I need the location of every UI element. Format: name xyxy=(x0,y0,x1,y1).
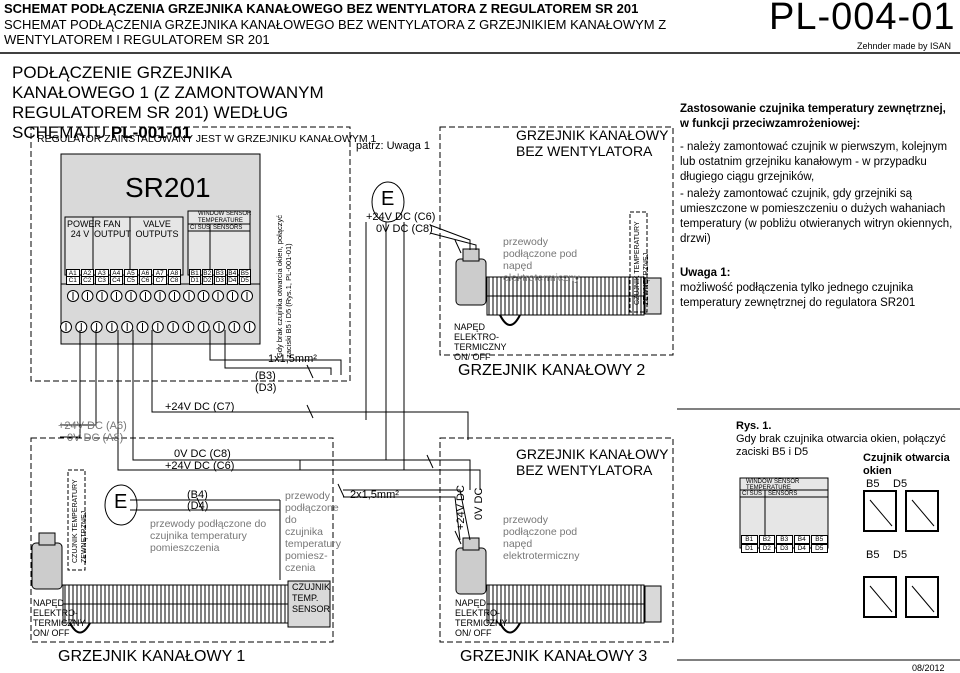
label-d3: (D3) xyxy=(255,382,277,394)
label-b4: (B4) xyxy=(187,489,208,501)
label-0v-c8-lower: 0V DC (C8) xyxy=(174,448,231,460)
terminal-c4: C4 xyxy=(109,276,123,285)
terminal-c3: C3 xyxy=(95,276,109,285)
drawing-date: 08/2012 xyxy=(912,663,945,673)
label-d4: (D4) xyxy=(187,500,209,512)
note-1-title: Uwaga 1: xyxy=(680,267,731,279)
outdoor-sensor-label-upper: CZUJNIK TEMPERATURY ZEWNĘTRZNEJ xyxy=(634,221,650,306)
application-title: Zastosowanie czujnika temperatury zewnęt… xyxy=(680,103,946,130)
application-bullet-1: - należy zamontować czujnik w pierwszym,… xyxy=(680,141,948,183)
rys-temperature: TEMPERATURE xyxy=(746,485,791,491)
terminal-c2: C2 xyxy=(80,276,94,285)
power-group-label: POWER 24 V xyxy=(67,219,102,239)
terminal-b3: B3 xyxy=(776,535,793,544)
d5-label-bottom: D5 xyxy=(893,549,908,561)
terminal-d2: D2 xyxy=(201,276,213,285)
note-1-text: możliwość podłączenia tylko jednego czuj… xyxy=(680,282,916,309)
valve-wires-note-upper: przewody podłączone pod napęd elektroter… xyxy=(503,236,580,284)
terminal-d3: D3 xyxy=(776,544,793,553)
terminal-d1: D1 xyxy=(741,544,758,553)
regulator-side-note: Gdy brak czujnika otwarcia okien, połącz… xyxy=(275,215,293,358)
terminal-c7: C7 xyxy=(153,276,167,285)
section-heading: PODŁĄCZENIE GRZEJNIKA KANAŁOWEGO 1 (Z ZA… xyxy=(12,63,324,142)
heater-3-type-label: GRZEJNIK KANAŁOWY BEZ WENTYLATORA xyxy=(516,446,669,478)
actuator-label-heater-2: NAPĘD ELEKTRO-TERMICZNY ON/ OFF xyxy=(454,322,507,362)
wire-1x15-label: 1x1,5mm² xyxy=(268,353,317,365)
terminal-b4: B4 xyxy=(793,535,810,544)
terminal-d5: D5 xyxy=(811,544,828,553)
heater-1-title: GRZEJNIK KANAŁOWY 1 xyxy=(58,648,246,665)
outdoor-sensor-label-lower: CZUJNIK TEMPERATURY ZEWNĘTRZNEJ xyxy=(72,479,88,564)
valve-wires-note-lower: przewody podłączone pod napęd elektroter… xyxy=(503,514,580,562)
rys-text: Gdy brak czujnika otwarcia okien, połącz… xyxy=(736,433,946,458)
actuator-label-heater-1: NAPĘD ELEKTRO-TERMICZNY ON/ OFF xyxy=(33,598,86,638)
drawing-code: PL-004-01 xyxy=(769,0,956,38)
rys-ci-sus: CI SUS xyxy=(742,491,763,497)
label-b3: (B3) xyxy=(255,370,276,382)
ci-sus-label: CI SUS xyxy=(190,225,211,231)
rys-title: Rys. 1. xyxy=(736,420,772,432)
terminal-c8: C8 xyxy=(167,276,181,285)
d5-label-top: D5 xyxy=(893,478,908,490)
terminal-b1: B1 xyxy=(741,535,758,544)
terminal-b5: B5 xyxy=(811,535,828,544)
terminal-d1: D1 xyxy=(189,276,201,285)
window-sensor-title: Czujnik otwarcia okien xyxy=(863,452,950,477)
b5-label-bottom: B5 xyxy=(866,549,880,561)
label-plus24-vertical: +24V DC xyxy=(455,485,467,530)
actuator-label-heater-3: NAPĘD ELEKTRO-TERMICZNY ON/ OFF xyxy=(455,598,508,638)
regulator-model: SR201 xyxy=(125,172,211,203)
label-0v-c8: 0V DC (C8) xyxy=(376,223,433,235)
sensors-label: SENSORS xyxy=(213,225,243,231)
drawing-subtitle-line-2: SCHEMAT PODŁĄCZENIA GRZEJNIKA KANAŁOWEGO… xyxy=(4,17,667,32)
terminal-c6: C6 xyxy=(138,276,152,285)
terminal-d3: D3 xyxy=(214,276,226,285)
label-plus24-c6-lower: +24V DC (C6) xyxy=(165,460,235,472)
terminal-d5: D5 xyxy=(239,276,251,285)
drawing-title: SCHEMAT PODŁĄCZENIA GRZEJNIKA KANAŁOWEGO… xyxy=(4,1,639,16)
heater-2-type-label: GRZEJNIK KANAŁOWY BEZ WENTYLATORA xyxy=(516,127,669,159)
sensor-wires-note-2: przewody podłączone do czujnika temperat… xyxy=(285,490,342,574)
fan-output-label: FAN OUTPUT xyxy=(94,219,131,239)
regulator-caption: REGULATOR ZAINSTALOWANY JEST W GRZEJNIKU… xyxy=(37,133,377,145)
heater-2-title: GRZEJNIK KANAŁOWY 2 xyxy=(458,362,646,379)
rys-window-sensor: WINDOW SENSOR xyxy=(746,479,800,485)
sensor-wires-note-1: przewody podłączone do czujnika temperat… xyxy=(150,518,267,554)
terminal-d2: D2 xyxy=(758,544,775,553)
e-symbol-upper: E xyxy=(381,188,395,210)
wire-2x15-label: 2x1,5mm² xyxy=(350,489,399,501)
terminal-b2: B2 xyxy=(758,535,775,544)
rys-sensors: SENSORS xyxy=(768,491,798,497)
temp-sensor-box-label: CZUJNIK TEMP. SENSOR xyxy=(292,582,331,614)
terminal-d4: D4 xyxy=(226,276,238,285)
made-by-label: Zehnder made by ISAN xyxy=(857,41,952,51)
label-0v-a8: 0V DC (A8) xyxy=(67,432,124,444)
patrz-label: patrz: Uwaga 1 xyxy=(356,140,430,152)
heater-3-title: GRZEJNIK KANAŁOWY 3 xyxy=(460,648,648,665)
label-plus24-c6: +24V DC (C6) xyxy=(366,211,436,223)
valve-outputs-label: VALVE OUTPUTS xyxy=(135,219,179,239)
temperature-label: TEMPERATURE xyxy=(198,218,243,224)
terminal-c1: C1 xyxy=(66,276,80,285)
label-plus24-c7: +24V DC (C7) xyxy=(165,401,235,413)
label-plus24-a6: +24V DC (A6) xyxy=(58,420,127,432)
e-symbol-lower: E xyxy=(114,491,128,513)
drawing-subtitle-line-3: WENTYLATOREM I REGULATOREM SR 201 xyxy=(4,32,270,47)
terminal-c5: C5 xyxy=(124,276,138,285)
label-0v-vertical: 0V DC xyxy=(473,487,485,520)
b5-label-top: B5 xyxy=(866,478,880,490)
window-sensor-label: WINDOW SENSOR xyxy=(198,211,252,217)
terminal-d4: D4 xyxy=(793,544,810,553)
application-bullet-2: - należy zamontować czujnik, gdy grzejni… xyxy=(680,188,953,245)
